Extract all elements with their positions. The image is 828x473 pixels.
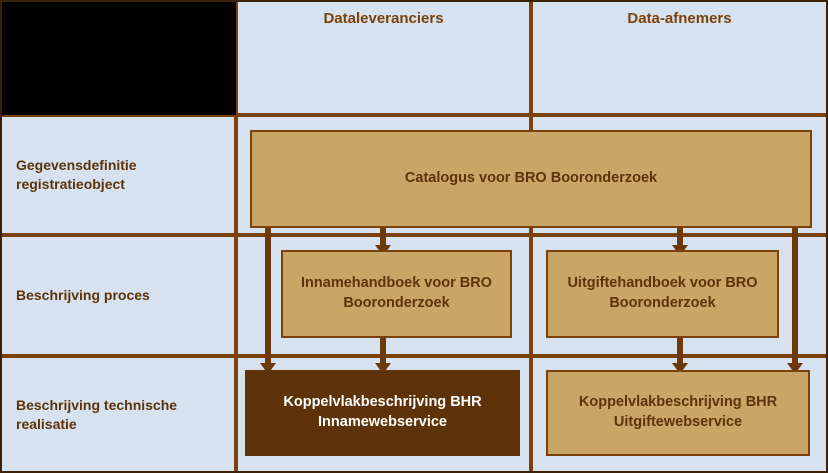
box-label: Uitgiftehandboek voor BRO Booronderzoek (567, 275, 758, 311)
box-uitgiftehandboek[interactable]: Uitgiftehandboek voor BRO Booronderzoek (546, 250, 779, 338)
row-label-text: Beschrijving technische realisatie (16, 396, 178, 432)
row-label-beschrijving-proces: Beschrijving proces (0, 235, 236, 356)
box-catalogus[interactable]: Catalogus voor BRO Booronderzoek (250, 130, 812, 228)
connector-catalogus-to-koppelvlak-inname (260, 226, 276, 374)
row-label-text: Beschrijving proces (16, 287, 150, 304)
box-label: Catalogus voor BRO Booronderzoek (404, 170, 658, 187)
column-header-dataleveranciers: Dataleveranciers (236, 0, 531, 115)
column-header-label: Dataleveranciers (323, 10, 444, 27)
connector-catalogus-to-koppelvlak-uitgifte (787, 226, 803, 374)
row-label-beschrijving-technische-realisatie: Beschrijving technische realisatie (0, 356, 236, 473)
row-label-gegevensdefinitie: Gegevensdefinitie registratieobject (0, 115, 236, 235)
connector-uitgiftehandboek-to-koppelvlak-uitgifte (672, 336, 688, 374)
connector-stem (792, 226, 798, 363)
arrowhead-icon (260, 363, 276, 374)
box-innamehandboek[interactable]: Innamehandboek voor BRO Booronderzoek (281, 250, 512, 338)
connector-stem (265, 226, 271, 363)
arrowhead-icon (375, 363, 391, 374)
connector-stem (677, 336, 683, 363)
row-label-text: Gegevensdefinitie registratieobject (16, 157, 137, 192)
arrowhead-icon (672, 363, 688, 374)
column-header-data-afnemers: Data-afnemers (531, 0, 828, 115)
box-label: Koppelvlakbeschrijving BHR Uitgiftewebse… (578, 394, 778, 430)
box-label: Innamehandboek voor BRO Booronderzoek (301, 275, 492, 311)
connector-stem (380, 226, 386, 245)
box-koppelvlak-uitgifte[interactable]: Koppelvlakbeschrijving BHR Uitgiftewebse… (546, 370, 810, 456)
column-header-label: Data-afnemers (627, 10, 732, 27)
connector-stem (677, 226, 683, 245)
box-koppelvlak-inname[interactable]: Koppelvlakbeschrijving BHR Innamewebserv… (245, 370, 520, 456)
connector-innamehandboek-to-koppelvlak-inname (375, 336, 391, 374)
arrowhead-icon (787, 363, 803, 374)
connector-stem (380, 336, 386, 363)
corner-placeholder-block (0, 0, 236, 115)
box-label: Koppelvlakbeschrijving BHR Innamewebserv… (283, 394, 482, 430)
